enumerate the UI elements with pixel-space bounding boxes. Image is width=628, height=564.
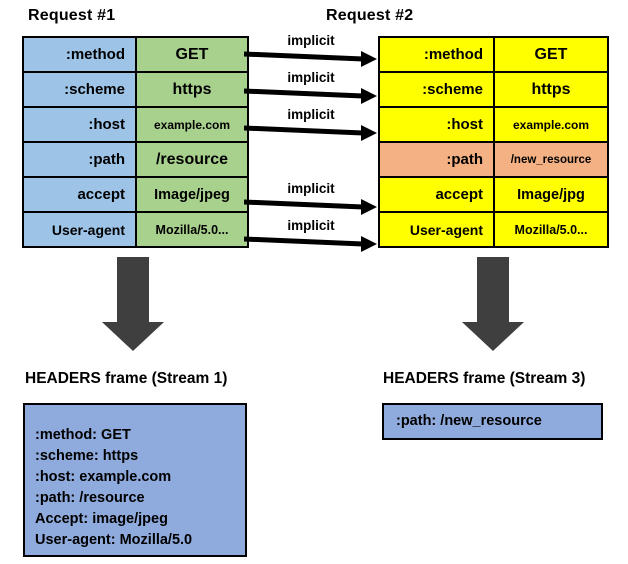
request1-key-cell: User-agent	[22, 211, 137, 248]
implicit-label: implicit	[287, 218, 335, 233]
stream1-header-line: :path: /resource	[35, 490, 145, 506]
implicit-connector-row-1: implicit	[244, 33, 378, 73]
down-arrow-request2	[477, 257, 509, 323]
request1-title: Request #1	[28, 7, 116, 24]
request1-key-cell: :method	[22, 36, 137, 73]
implicit-connector-row-2: implicit	[244, 70, 378, 110]
headers-frame-stream1-title: HEADERS frame (Stream 1)	[25, 370, 228, 387]
request2-key-cell: :path	[378, 141, 495, 178]
request2-value-cell: Mozilla/5.0...	[493, 211, 609, 248]
request1-value-cell: /resource	[135, 141, 249, 178]
request1-value-cell: example.com	[135, 106, 249, 143]
implicit-label: implicit	[287, 107, 335, 122]
headers-frame-stream3-box: :path: /new_resource	[382, 403, 603, 440]
request2-title: Request #2	[326, 7, 414, 24]
request2-key-cell: :scheme	[378, 71, 495, 108]
stream1-header-line: User-agent: Mozilla/5.0	[35, 532, 193, 548]
request2-key-cell: :host	[378, 106, 495, 143]
right-arrow-icon	[244, 199, 377, 215]
implicit-label: implicit	[287, 181, 335, 196]
headers-frame-stream3-title: HEADERS frame (Stream 3)	[383, 370, 586, 387]
right-arrow-icon	[244, 51, 377, 67]
right-arrow-icon	[244, 125, 377, 141]
stream1-header-line: Accept: image/jpeg	[35, 511, 168, 527]
request2-value-cell: /new_resource	[493, 141, 609, 178]
implicit-connector-row-6: implicit	[244, 218, 378, 258]
request1-row-4: :path/resource	[22, 141, 249, 178]
request2-value-cell: https	[493, 71, 609, 108]
down-arrow-request2-head	[462, 322, 524, 351]
request1-value-cell: GET	[135, 36, 249, 73]
request2-key-cell: :method	[378, 36, 495, 73]
right-arrow-icon	[244, 88, 377, 104]
request1-value-cell: Mozilla/5.0...	[135, 211, 249, 248]
implicit-connector-row-5: implicit	[244, 181, 378, 221]
implicit-connector-row-3: implicit	[244, 107, 378, 147]
request2-key-cell: accept	[378, 176, 495, 213]
headers-frame-stream1-box: :method: GET :scheme: https :host: example…	[23, 403, 247, 557]
stream1-header-line: :scheme: https	[35, 448, 139, 464]
request1-key-cell: accept	[22, 176, 137, 213]
request1-key-cell: :scheme	[22, 71, 137, 108]
down-arrow-request1	[117, 257, 149, 323]
request1-value-cell: Image/jpeg	[135, 176, 249, 213]
request2-value-cell: example.com	[493, 106, 609, 143]
implicit-label: implicit	[287, 70, 335, 85]
stream1-header-line: :host: example.com	[35, 469, 172, 485]
right-arrow-icon	[244, 236, 377, 252]
request1-key-cell: :path	[22, 141, 137, 178]
request2-value-cell: GET	[493, 36, 609, 73]
stream1-header-line: :method: GET	[35, 427, 131, 443]
request2-key-cell: User-agent	[378, 211, 495, 248]
request1-value-cell: https	[135, 71, 249, 108]
implicit-label: implicit	[287, 33, 335, 48]
down-arrow-request1-head	[102, 322, 164, 351]
request1-key-cell: :host	[22, 106, 137, 143]
request2-value-cell: Image/jpg	[493, 176, 609, 213]
request2-row-4: :path/new_resource	[378, 141, 609, 178]
stream3-header-line: :path: /new_resource	[396, 413, 542, 429]
